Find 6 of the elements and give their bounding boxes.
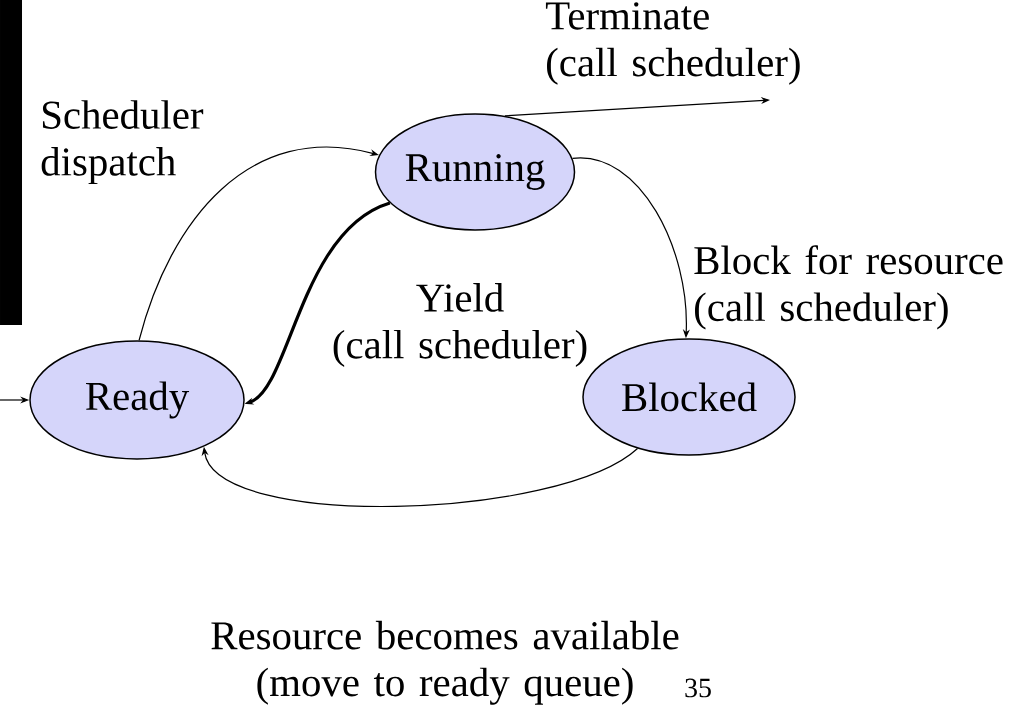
page-number: 35	[685, 678, 711, 698]
edge-label: Block for resource (call scheduler)	[693, 245, 1028, 330]
edge-label: Terminate (call scheduler)	[545, 2, 808, 85]
edge-label: Scheduler dispatch	[40, 100, 209, 185]
arrow	[138, 146, 379, 341]
edge-label: Resource becomes available (move to ready queue)	[205, 620, 685, 705]
